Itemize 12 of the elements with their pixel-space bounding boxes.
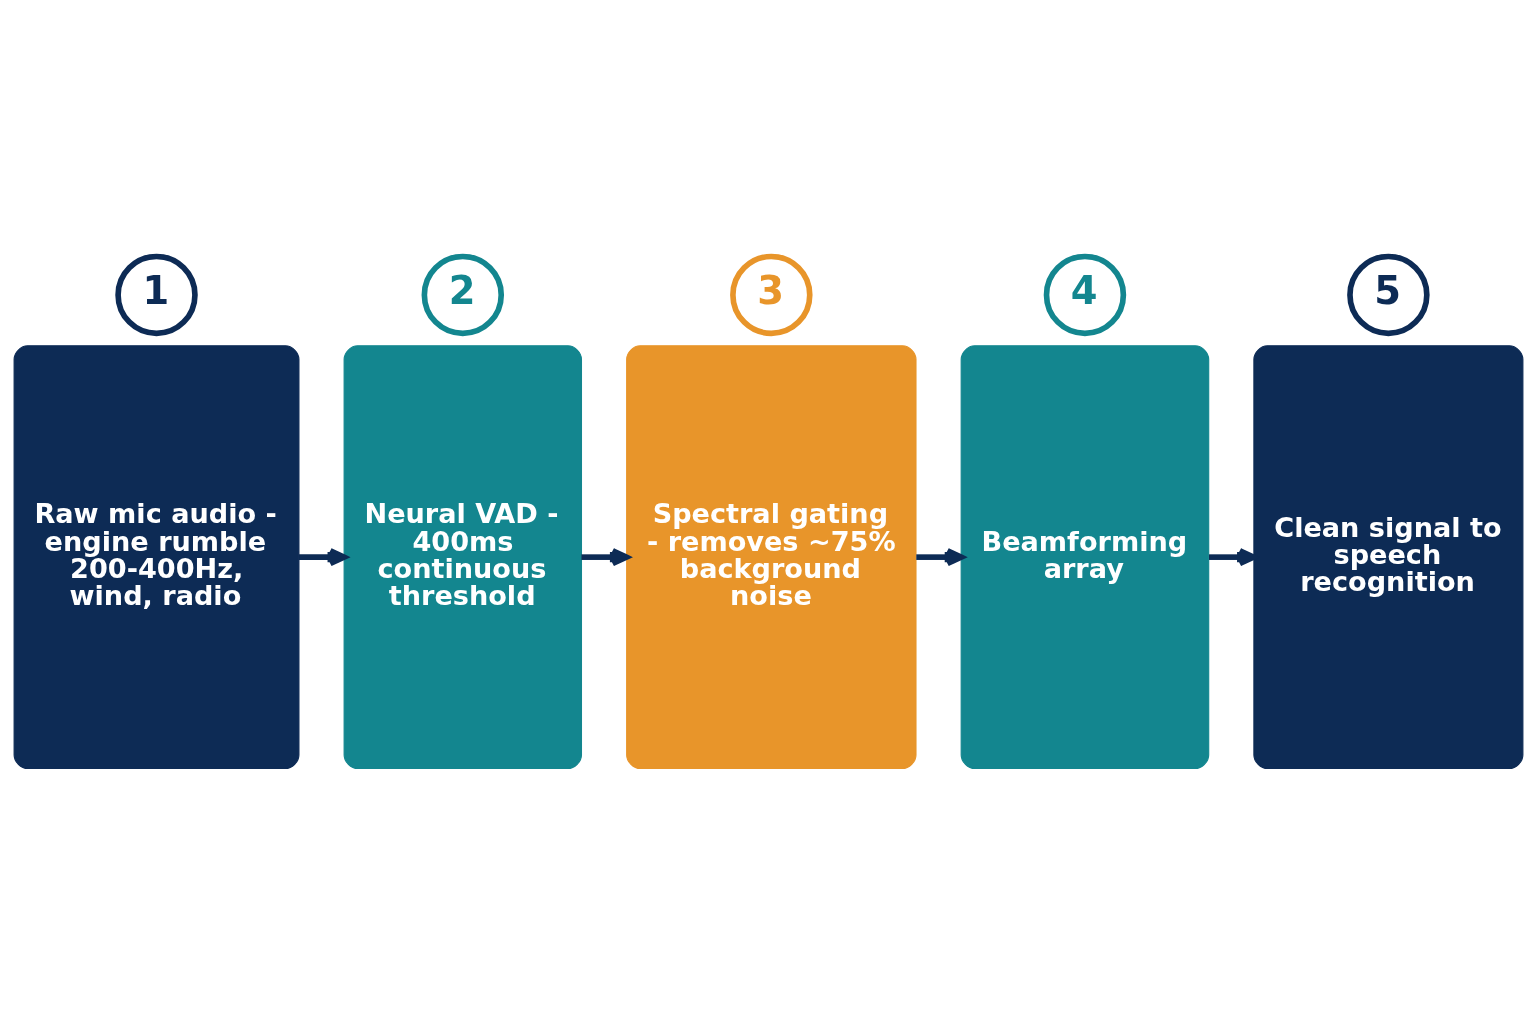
node-circle: 2 bbox=[421, 253, 504, 336]
node-box: Raw mic audio - engine rumble 200-400Hz, wind, radio bbox=[13, 344, 299, 769]
node-box: Neural VAD - 400ms continuous threshold bbox=[343, 344, 582, 769]
node-circle: 5 bbox=[1346, 253, 1430, 336]
arrow bbox=[580, 547, 630, 566]
node-circle: 3 bbox=[729, 253, 813, 336]
node-circle: 1 bbox=[114, 253, 198, 336]
node-box: Spectral gating - removes ~75% background noise bbox=[625, 344, 917, 769]
arrow bbox=[1208, 547, 1257, 566]
node-box: Beamforming array bbox=[960, 344, 1209, 769]
node-circle: 4 bbox=[1043, 253, 1126, 336]
node-box: Clean signal to speech recognition bbox=[1252, 344, 1523, 769]
